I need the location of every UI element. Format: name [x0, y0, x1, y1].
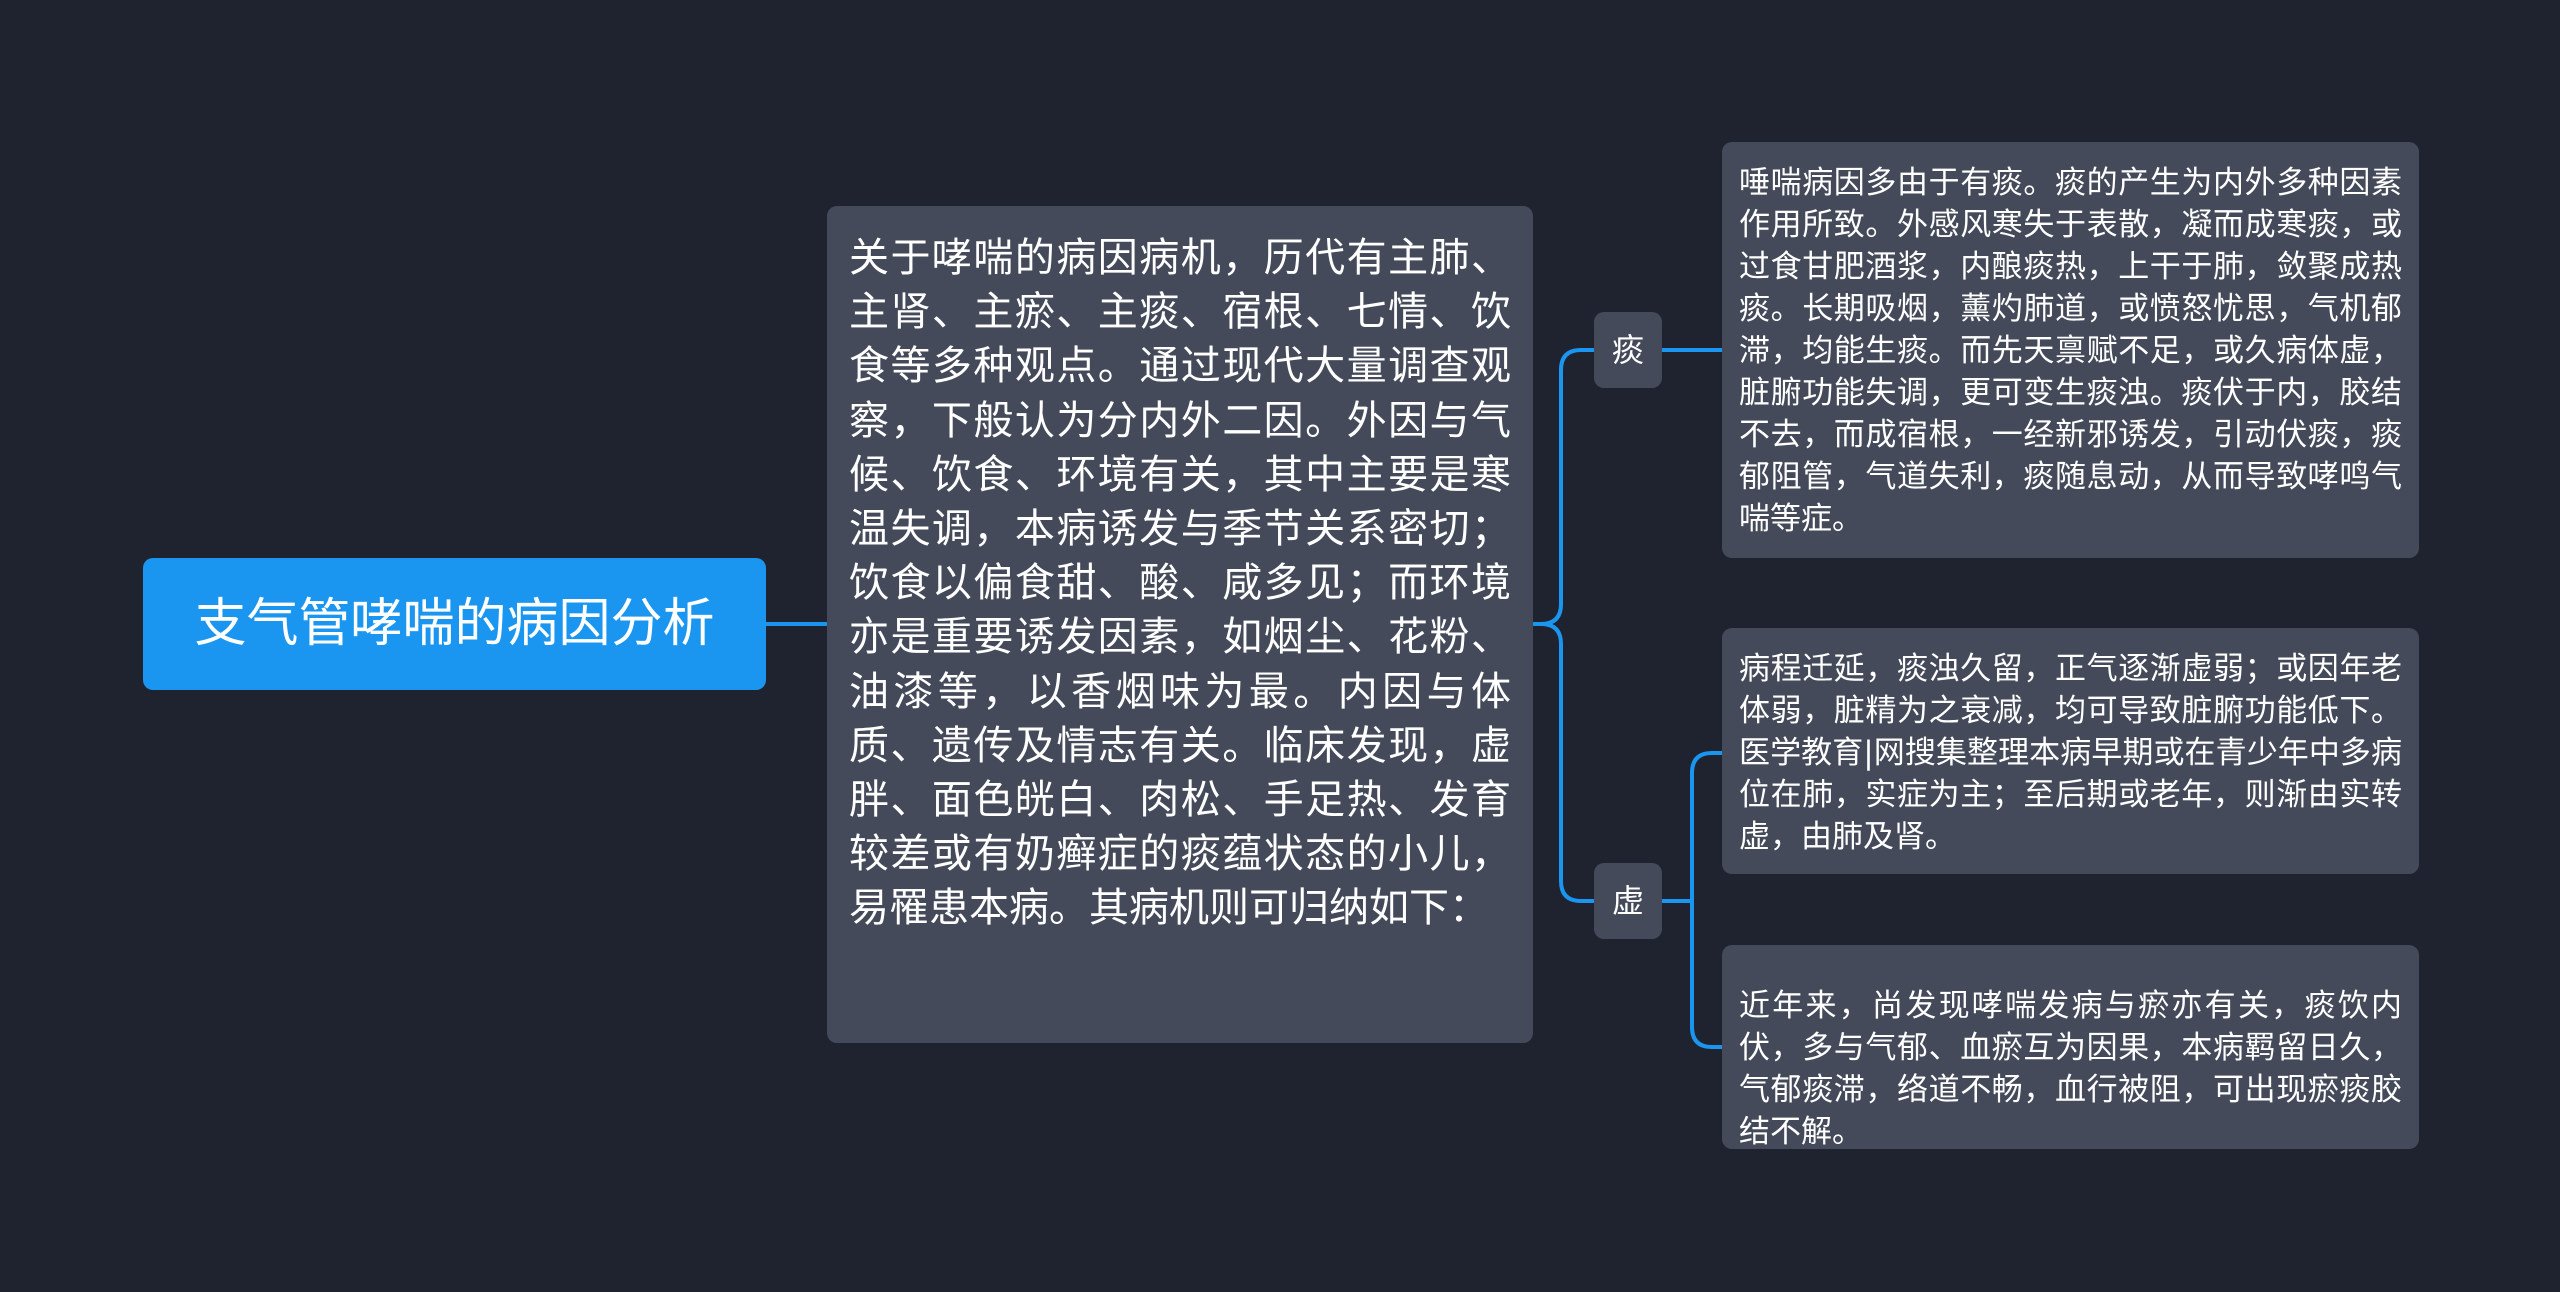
root-topic-label: 支气管哮喘的病因分析: [194, 594, 715, 654]
detail-text-xu-1: 病程迁延，痰浊久留，正气逐渐虚弱；或因年老体弱，脏精为之衰减，均可导致脏腑功能低…: [1739, 651, 2402, 855]
branch-label-tan: 痰: [1611, 331, 1644, 369]
root-topic[interactable]: 支气管哮喘的病因分析: [143, 558, 766, 690]
connector-main-tan: [1531, 348, 1596, 626]
detail-node-xu-1[interactable]: 病程迁延，痰浊久留，正气逐渐虚弱；或因年老体弱，脏精为之衰减，均可导致脏腑功能低…: [1722, 628, 2419, 874]
main-topic-text: 关于哮喘的病因病机，历代有主肺、主肾、主瘀、主痰、宿根、七情、饮食等多种观点。通…: [849, 235, 1511, 932]
main-topic-node[interactable]: 关于哮喘的病因病机，历代有主肺、主肾、主瘀、主痰、宿根、七情、饮食等多种观点。通…: [827, 206, 1533, 1043]
branch-node-tan[interactable]: 痰: [1594, 312, 1662, 388]
detail-text-tan: 唾喘病因多由于有痰。痰的产生为内外多种因素作用所致。外感风寒失于表散，凝而成寒痰…: [1739, 165, 2402, 537]
detail-text-xu-2: 近年来，尚发现哮喘发病与瘀亦有关，痰饮内伏，多与气郁、血瘀互为因果，本病羁留日久…: [1739, 988, 2402, 1150]
connector-xu-detail-2: [1660, 899, 1724, 1049]
branch-label-xu: 虚: [1611, 882, 1644, 920]
detail-node-xu-2[interactable]: 近年来，尚发现哮喘发病与瘀亦有关，痰饮内伏，多与气郁、血瘀互为因果，本病羁留日久…: [1722, 945, 2419, 1150]
detail-node-tan[interactable]: 唾喘病因多由于有痰。痰的产生为内外多种因素作用所致。外感风寒失于表散，凝而成寒痰…: [1722, 142, 2419, 558]
connector-main-xu: [1531, 622, 1596, 903]
connector-xu-detail-1: [1660, 751, 1724, 903]
branch-node-xu[interactable]: 虚: [1594, 863, 1662, 939]
